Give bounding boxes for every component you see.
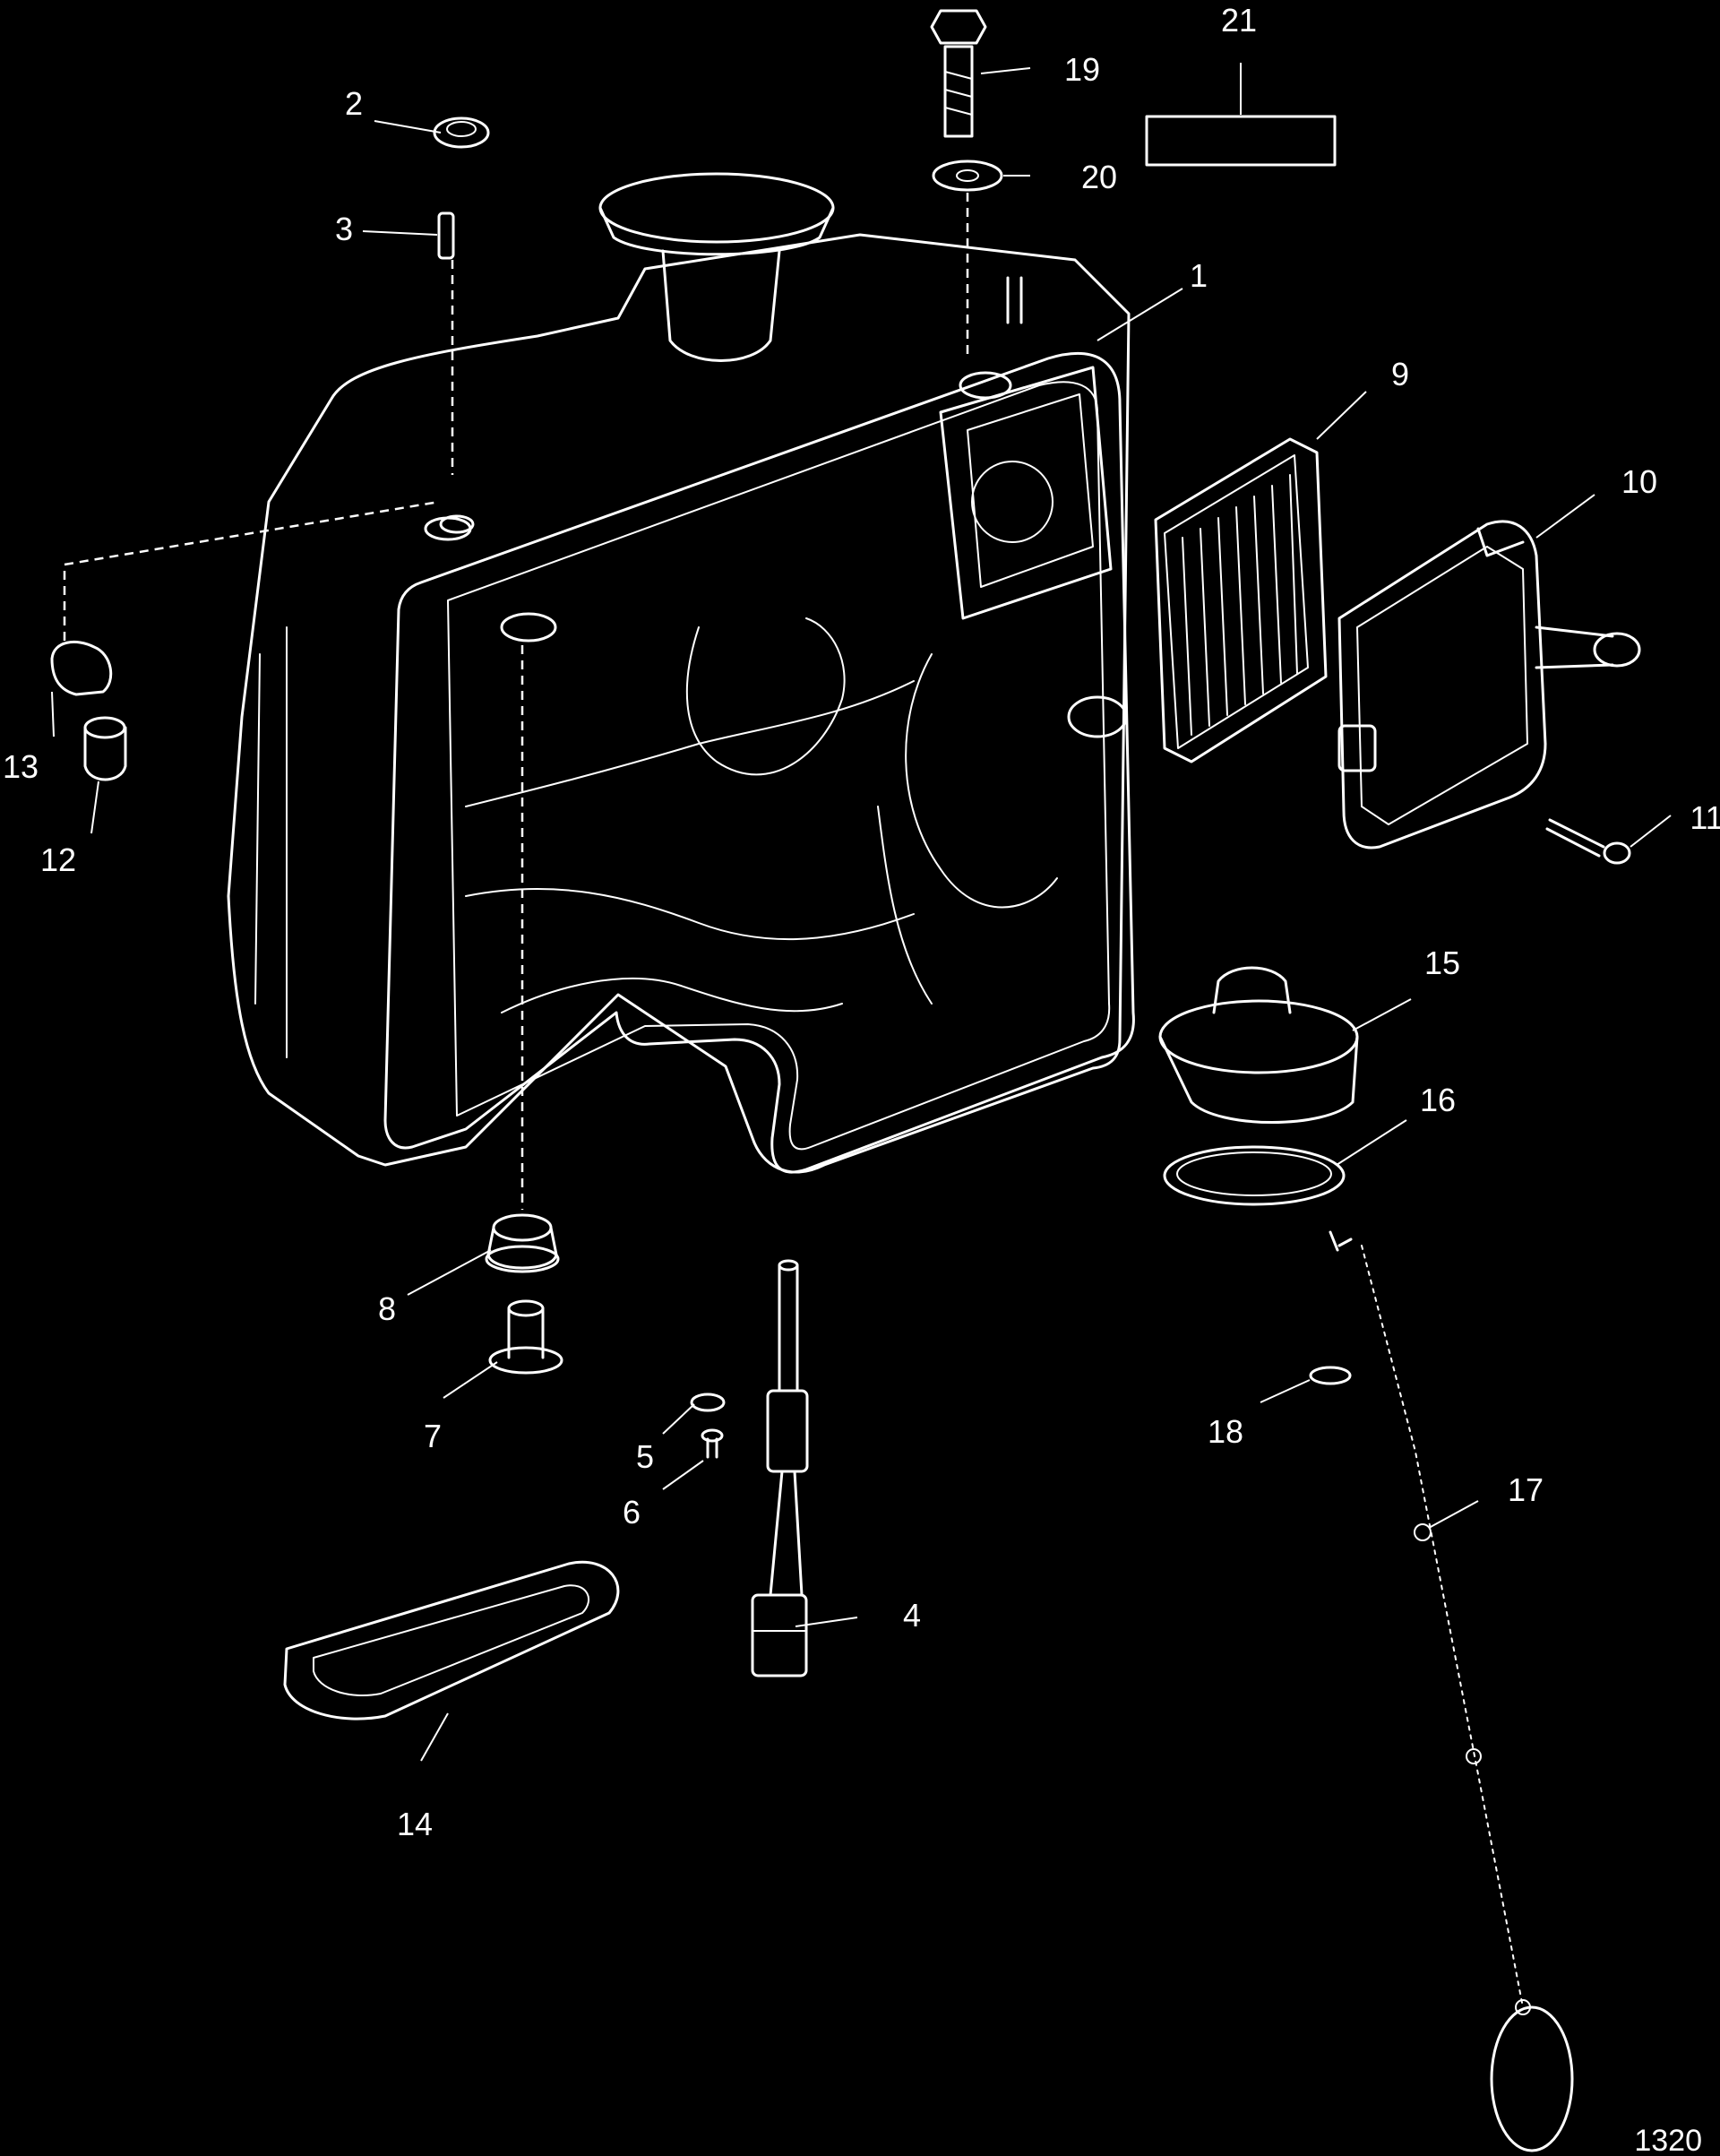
callout-17: 17 <box>1508 1471 1544 1508</box>
screw-part-11 <box>1545 818 1631 865</box>
callout-4: 4 <box>903 1597 921 1634</box>
callout-2: 2 <box>345 85 363 122</box>
callout-13: 13 <box>3 748 39 785</box>
clamp-part-13 <box>50 640 113 696</box>
callout-21: 21 <box>1221 2 1257 39</box>
o-ring-part-18 <box>1309 1366 1352 1385</box>
tray-part-14 <box>283 1560 620 1720</box>
sleeve-part-7 <box>488 1299 563 1375</box>
callout-labels: 1 2 3 4 5 6 7 8 9 10 11 12 13 14 15 16 1… <box>3 2 1720 2156</box>
decal-part-21 <box>1145 115 1337 167</box>
callout-9: 9 <box>1391 356 1409 392</box>
tether-chain-part-17 <box>1329 1230 1574 2152</box>
pin-part-3 <box>437 211 455 260</box>
tank-housing <box>227 172 1135 1174</box>
plug-part-2 <box>433 116 490 149</box>
filter-cover-part-10 <box>1337 520 1641 849</box>
callout-12: 12 <box>40 841 76 878</box>
callout-11: 11 <box>1690 799 1720 836</box>
filter-element-part-9 <box>1154 437 1328 763</box>
callout-18: 18 <box>1208 1413 1243 1450</box>
bolt-part-19 <box>930 9 987 138</box>
washer-part-20 <box>932 160 1003 192</box>
grommet-part-8 <box>485 1213 560 1273</box>
callout-20: 20 <box>1081 159 1117 195</box>
callout-15: 15 <box>1424 944 1460 981</box>
cap-part-12 <box>83 716 127 781</box>
callout-8: 8 <box>378 1290 396 1327</box>
callout-1: 1 <box>1190 257 1208 294</box>
leader-lines <box>51 63 1672 1762</box>
o-ring-part-16 <box>1163 1145 1346 1206</box>
callout-5: 5 <box>636 1438 654 1475</box>
fill-cap-part-15 <box>1158 966 1359 1124</box>
washer-part-5 <box>690 1393 726 1412</box>
callout-19: 19 <box>1064 51 1100 88</box>
screw-part-6 <box>701 1428 724 1459</box>
callout-7: 7 <box>424 1418 442 1454</box>
callout-10: 10 <box>1621 463 1657 500</box>
callout-14: 14 <box>397 1806 433 1842</box>
figure-number: 1320 <box>1634 2124 1702 2156</box>
level-sender-part-4 <box>751 1259 809 1677</box>
callout-3: 3 <box>335 211 353 247</box>
callout-16: 16 <box>1420 1082 1456 1118</box>
installation-lines <box>63 193 969 1210</box>
callout-6: 6 <box>623 1494 641 1531</box>
